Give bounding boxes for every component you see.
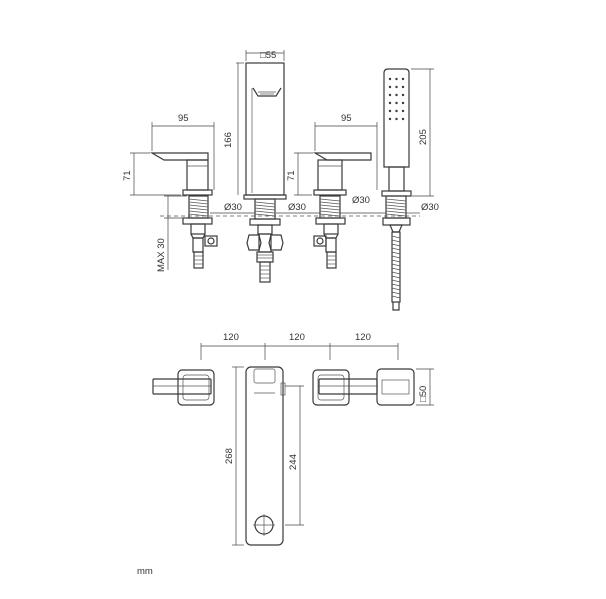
shower-hose bbox=[391, 231, 401, 311]
left-mixer-plan bbox=[152, 369, 215, 406]
right-mixer-thread bbox=[319, 195, 341, 219]
handset-nozzles bbox=[388, 77, 405, 121]
plan-spacing-dimensions: 120 120 120 bbox=[200, 332, 399, 360]
right-mixer bbox=[312, 152, 372, 269]
bath-spout bbox=[243, 62, 287, 283]
left-mixer-thread bbox=[188, 195, 209, 219]
handset-thread bbox=[385, 195, 407, 219]
plan-view: 120 120 120 □50 bbox=[152, 332, 434, 546]
dim-spout-height: 166 bbox=[223, 132, 234, 148]
dim-hole-2: Ø30 bbox=[288, 202, 306, 213]
dim-hole-4: Ø30 bbox=[421, 202, 439, 213]
unit-label: mm bbox=[137, 566, 153, 577]
dim-spout-square: □55 bbox=[260, 50, 276, 61]
dim-mixer-width-left: 95 bbox=[178, 113, 189, 124]
dim-handset-height: 205 bbox=[418, 129, 429, 145]
dim-hole-3: Ø30 bbox=[352, 195, 370, 206]
dim-spacing-3: 120 bbox=[355, 332, 371, 343]
spout-plan bbox=[245, 366, 286, 546]
dim-max-deck: MAX 30 bbox=[156, 238, 167, 272]
dim-hole-1: Ø30 bbox=[224, 202, 242, 213]
dim-spout-total-length: 268 bbox=[224, 448, 235, 464]
front-dimensions: □55 95 95 166 205 71 bbox=[122, 50, 439, 272]
front-elevation: □55 95 95 166 205 71 bbox=[122, 50, 439, 311]
dim-mixer-height-left: 71 bbox=[122, 170, 133, 181]
plan-length-dimensions: 268 244 bbox=[224, 366, 304, 546]
handset-holder-plan: □50 bbox=[376, 368, 434, 406]
left-mixer bbox=[149, 152, 218, 269]
dim-mixer-width-right: 95 bbox=[341, 113, 352, 124]
dim-mixer-height-right: 71 bbox=[286, 170, 297, 181]
dim-spacing-2: 120 bbox=[289, 332, 305, 343]
dim-spout-projection: 244 bbox=[288, 454, 299, 470]
dim-spacing-1: 120 bbox=[223, 332, 239, 343]
dim-holder-square: □50 bbox=[418, 386, 429, 402]
right-mixer-plan bbox=[312, 369, 378, 406]
shower-handset bbox=[381, 68, 412, 311]
